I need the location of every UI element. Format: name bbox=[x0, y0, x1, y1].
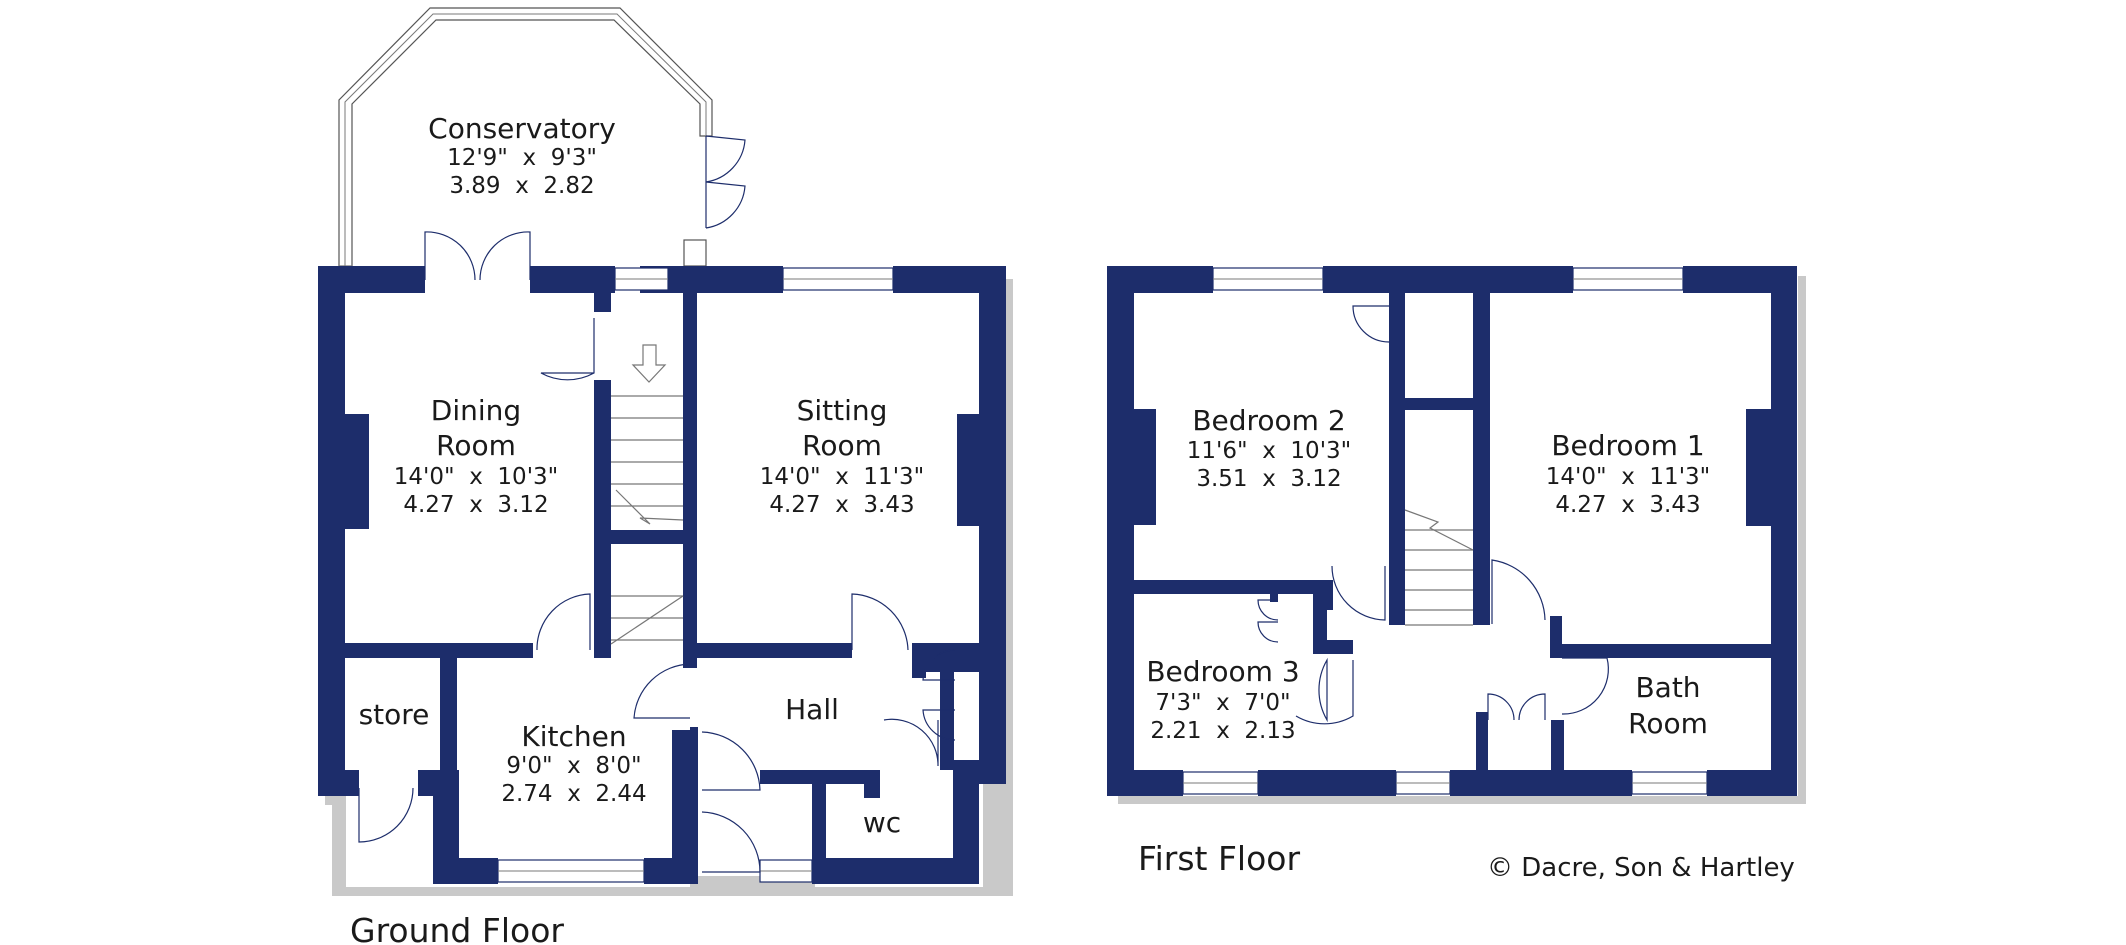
wc-name: wc bbox=[863, 806, 901, 839]
hall-name: Hall bbox=[785, 693, 839, 726]
dining-name-line1: Dining bbox=[431, 394, 521, 427]
sitting-name-line1: Sitting bbox=[797, 394, 888, 427]
conservatory-dim-metric: 3.89 x 2.82 bbox=[449, 173, 594, 199]
bedroom2-dim-metric: 3.51 x 3.12 bbox=[1196, 466, 1341, 492]
conservatory-name: Conservatory bbox=[428, 112, 616, 145]
ground-floor-plan: Conservatory 12'9" x 9'3" 3.89 x 2.82 Di… bbox=[318, 7, 1013, 945]
ground-floor-shadow bbox=[325, 276, 1013, 896]
bathroom-name-line2: Room bbox=[1628, 707, 1708, 740]
bedroom1-name: Bedroom 1 bbox=[1551, 429, 1704, 462]
first-floor-stairs bbox=[1404, 509, 1474, 626]
bedroom3-name: Bedroom 3 bbox=[1146, 655, 1299, 688]
store-name: store bbox=[359, 698, 430, 731]
ground-floor-windows bbox=[497, 267, 894, 883]
kitchen-name: Kitchen bbox=[521, 720, 626, 753]
bedroom1-dim-metric: 4.27 x 3.43 bbox=[1555, 492, 1700, 518]
first-floor-plan: Bedroom 2 11'6" x 10'3" 3.51 x 3.12 Bedr… bbox=[1107, 266, 1806, 883]
ground-floor-stairs bbox=[610, 344, 684, 645]
bedroom2-name: Bedroom 2 bbox=[1192, 404, 1345, 437]
sitting-dim-imperial: 14'0" x 11'3" bbox=[760, 464, 924, 490]
conservatory-dim-imperial: 12'9" x 9'3" bbox=[447, 145, 597, 171]
dining-name-line2: Room bbox=[436, 429, 516, 462]
first-floor-labels: Bedroom 2 11'6" x 10'3" 3.51 x 3.12 Bedr… bbox=[1138, 404, 1795, 883]
ground-floor-label: Ground Floor bbox=[350, 911, 564, 945]
bedroom3-dim-imperial: 7'3" x 7'0" bbox=[1155, 690, 1290, 716]
ground-floor-labels: Conservatory 12'9" x 9'3" 3.89 x 2.82 Di… bbox=[350, 112, 924, 945]
sitting-name-line2: Room bbox=[802, 429, 882, 462]
conservatory-structure bbox=[338, 7, 746, 267]
copyright-text: © Dacre, Son & Hartley bbox=[1487, 853, 1795, 883]
sitting-dim-metric: 4.27 x 3.43 bbox=[769, 492, 914, 518]
kitchen-dim-metric: 2.74 x 2.44 bbox=[501, 781, 646, 807]
dining-dim-metric: 4.27 x 3.12 bbox=[403, 492, 548, 518]
first-floor-windows bbox=[1182, 267, 1708, 795]
first-floor-label: First Floor bbox=[1138, 839, 1300, 878]
ground-floor-walls bbox=[318, 266, 1006, 884]
bathroom-name-line1: Bath bbox=[1635, 671, 1700, 704]
ground-floor-doors bbox=[358, 231, 956, 873]
kitchen-dim-imperial: 9'0" x 8'0" bbox=[506, 753, 641, 779]
dining-dim-imperial: 14'0" x 10'3" bbox=[394, 464, 558, 490]
first-floor-doors bbox=[1257, 305, 1609, 725]
first-floor-walls bbox=[1107, 266, 1797, 796]
bedroom2-dim-imperial: 11'6" x 10'3" bbox=[1187, 438, 1351, 464]
bedroom3-dim-metric: 2.21 x 2.13 bbox=[1150, 718, 1295, 744]
bedroom1-dim-imperial: 14'0" x 11'3" bbox=[1546, 464, 1710, 490]
